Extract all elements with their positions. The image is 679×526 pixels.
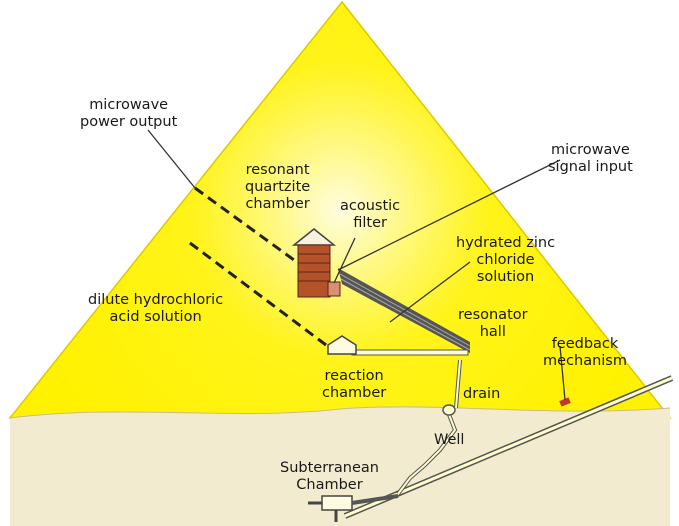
label-feedback-mechanism: feedback mechanism	[543, 336, 627, 369]
reaction-chamber	[327, 335, 357, 355]
leader-feedback	[559, 345, 566, 401]
bedrock-ground	[10, 406, 670, 526]
lower-shaft	[189, 241, 331, 350]
upper-shaft	[194, 186, 306, 270]
leader-signal-input	[337, 159, 561, 271]
label-subterranean-chamber: Subterranean Chamber	[280, 460, 379, 493]
label-dilute-hydrochloric-acid-solution: dilute hydrochloric acid solution	[88, 292, 224, 325]
grotto	[442, 404, 456, 416]
label-well: Well	[434, 432, 465, 448]
label-reaction-chamber: reaction chamber	[322, 368, 387, 401]
ground-line	[9, 406, 671, 419]
subterranean-passage	[351, 494, 399, 505]
resonant-chamber	[297, 244, 331, 298]
label-resonator-hall: resonator hall	[458, 307, 528, 340]
label-hydrated-zinc-chloride-solution: hydrated zinc chloride solution	[456, 235, 556, 285]
subterranean-chamber	[321, 495, 353, 511]
label-microwave-signal-input: microwave signal input	[548, 142, 633, 175]
leader-acoustic-filter	[333, 237, 356, 284]
feedback-marker	[559, 397, 571, 407]
drain-passage-inner	[455, 359, 461, 409]
gallery-hatch	[340, 278, 471, 351]
label-drain: drain	[463, 386, 501, 402]
label-acoustic-filter: acoustic filter	[340, 198, 401, 231]
leader-power-output	[147, 129, 196, 189]
label-resonant-quartzite-chamber: resonant quartzite chamber	[245, 162, 311, 212]
acoustic-filter-block	[327, 281, 341, 297]
label-microwave-power-output: microwave power output	[80, 97, 178, 130]
queens-passage	[351, 349, 469, 356]
leader-zinc-chloride	[389, 261, 471, 323]
well-shaft-inner	[397, 411, 457, 495]
